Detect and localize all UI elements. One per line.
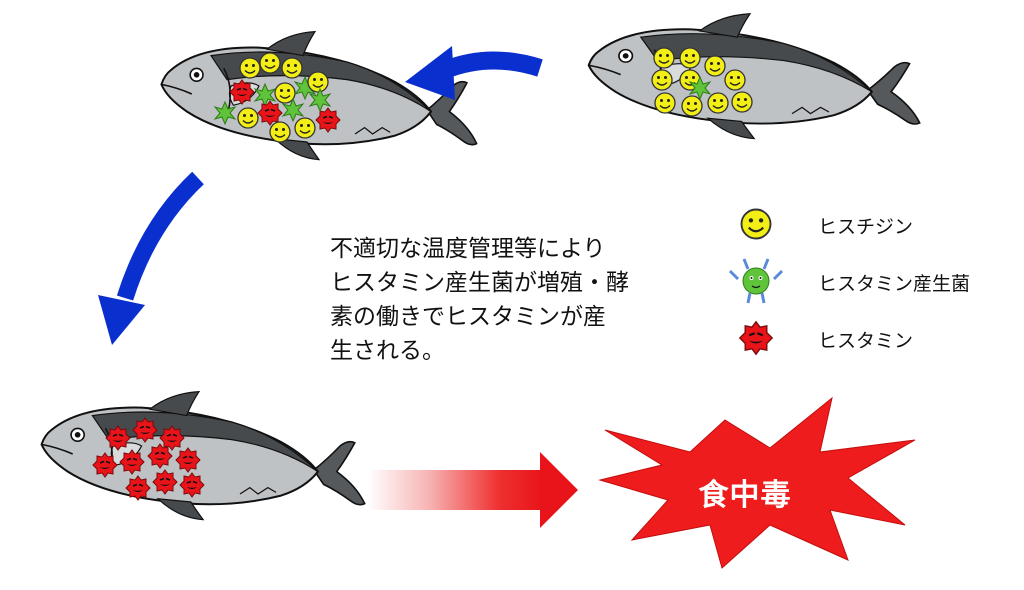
- fish-spoiled: [40, 390, 366, 521]
- arrow-fresh-to-warming: [405, 46, 543, 100]
- food-poisoning-label: 食中毒: [698, 478, 792, 513]
- process-description: 不適切な温度管理等により ヒスタミン産生菌が増殖・酵 素の働きでヒスタミンが産 …: [330, 236, 629, 364]
- legend-label-bacteria: ヒスタミン産生菌: [818, 273, 971, 295]
- histidine-icon: [740, 208, 772, 240]
- fish-fresh: [587, 12, 921, 140]
- histamine-icon: [738, 320, 774, 356]
- food-poisoning-burst: [598, 396, 916, 569]
- bacteria-icon: [728, 258, 784, 304]
- legend-label-histamine: ヒスタミン: [818, 330, 914, 352]
- arrow-warming-to-spoiled: [98, 171, 204, 345]
- arrow-to-food-poisoning: [368, 452, 578, 528]
- legend-label-histidine: ヒスチジン: [818, 216, 914, 238]
